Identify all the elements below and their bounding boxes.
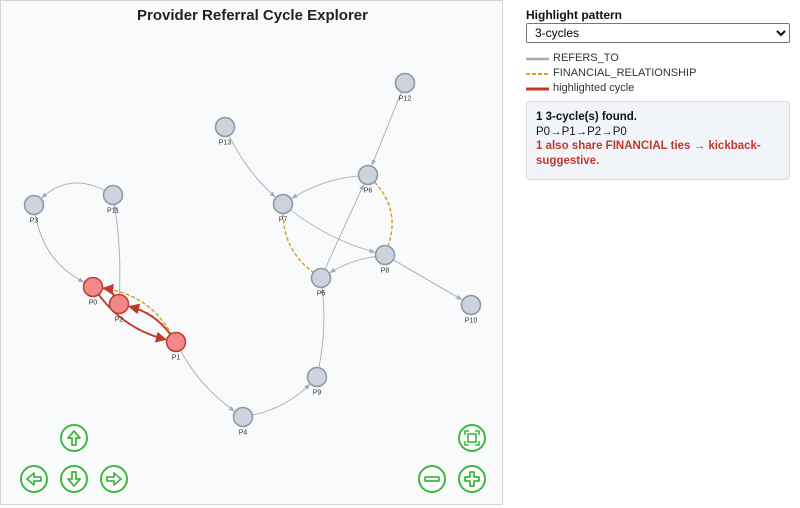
node-p12[interactable]: P12 (394, 72, 416, 103)
edge-p4-p9-refers-to[interactable] (252, 383, 311, 416)
node-label: P12 (399, 96, 412, 103)
node-circle[interactable] (232, 406, 254, 428)
legend-label: highlighted cycle (553, 82, 635, 94)
zoom-extends-button[interactable] (458, 424, 486, 452)
node-p9[interactable]: P9 (306, 366, 328, 397)
node-label: P0 (89, 300, 98, 307)
highlight-pattern-select[interactable]: 3-cycles (526, 23, 790, 43)
node-p0[interactable]: P0 (82, 276, 104, 307)
node-circle[interactable] (394, 72, 416, 94)
node-circle[interactable] (460, 294, 482, 316)
node-p4[interactable]: P4 (232, 406, 254, 437)
node-label: P13 (219, 140, 232, 147)
graph-title: Provider Referral Cycle Explorer (137, 7, 368, 24)
cycle-count-text: 1 3-cycle(s) found. (536, 111, 637, 123)
node-circle[interactable] (82, 276, 104, 298)
edge-p1-p2-refers-to[interactable] (128, 303, 172, 335)
node-p5[interactable]: P5 (310, 267, 332, 298)
edge-p3-p0-refers-to[interactable] (35, 214, 85, 283)
edge-p5-p6-refers-to[interactable] (324, 184, 365, 270)
node-p7[interactable]: P7 (272, 193, 294, 224)
edge-p6-p7-refers-to[interactable] (291, 175, 359, 199)
cycle-path-text: P0→P1→P2→P0 (536, 125, 627, 138)
edge-p7-p5-financial[interactable] (282, 213, 314, 273)
edge-p8-p10-refers-to[interactable] (392, 259, 463, 301)
edge-p13-p7-refers-to[interactable] (228, 135, 276, 198)
pan-right-button[interactable] (100, 465, 128, 493)
node-circle[interactable] (306, 366, 328, 388)
arrow-right-icon (106, 472, 122, 486)
solid-line-swatch (526, 57, 549, 61)
edge-p9-p5-refers-to[interactable] (318, 287, 326, 368)
node-p11[interactable]: P11 (102, 184, 124, 215)
node-label: P11 (107, 208, 119, 215)
node-label: P2 (115, 317, 124, 324)
highlight-line-swatch (526, 87, 549, 91)
node-label: P7 (279, 217, 288, 224)
node-p10[interactable]: P10 (460, 294, 482, 325)
node-p2[interactable]: P2 (108, 293, 130, 324)
node-circle[interactable] (374, 244, 396, 266)
node-label: P6 (364, 188, 373, 195)
edge-p1-p4-refers-to[interactable] (180, 350, 235, 412)
legend-label: FINANCIAL_RELATIONSHIP (553, 67, 697, 79)
node-label: P5 (317, 291, 326, 298)
arrow-down-icon (67, 471, 81, 487)
node-p8[interactable]: P8 (374, 244, 396, 275)
node-circle[interactable] (214, 116, 236, 138)
arrow-left-icon (26, 472, 42, 486)
highlight-pattern-label: Highlight pattern (526, 8, 622, 22)
zoom-extends-icon (464, 430, 480, 446)
zoom-out-button[interactable] (418, 465, 446, 493)
dashed-line-swatch (526, 73, 549, 75)
node-circle[interactable] (102, 184, 124, 206)
node-p13[interactable]: P13 (214, 116, 236, 147)
node-circle[interactable] (357, 164, 379, 186)
node-label: P3 (30, 218, 39, 225)
financial-warning-text: 1 also share FINANCIAL ties → kickback-s… (536, 140, 761, 167)
legend-label: REFERS_TO (553, 52, 619, 64)
pan-up-button[interactable] (60, 424, 88, 452)
zoom-out-icon (424, 476, 440, 482)
node-label: P10 (465, 318, 478, 325)
node-circle[interactable] (165, 331, 187, 353)
node-p6[interactable]: P6 (357, 164, 379, 195)
node-circle[interactable] (310, 267, 332, 289)
node-circle[interactable] (272, 193, 294, 215)
edge-p7-p8-refers-to[interactable] (290, 209, 376, 254)
pan-left-button[interactable] (20, 465, 48, 493)
edge-p2-p0-refers-to[interactable] (102, 283, 115, 297)
edge-p6-p8-financial[interactable] (373, 181, 393, 247)
cycle-results-box: 1 3-cycle(s) found. P0→P1→P2→P0 1 also s… (526, 101, 790, 180)
node-p3[interactable]: P3 (23, 194, 45, 225)
edge-p2-p1-financial[interactable] (128, 305, 172, 335)
pan-down-button[interactable] (60, 465, 88, 493)
zoom-in-icon (464, 471, 480, 487)
edge-p8-p5-refers-to[interactable] (329, 255, 376, 273)
node-label: P9 (313, 390, 322, 397)
node-label: P4 (239, 430, 248, 437)
zoom-in-button[interactable] (458, 465, 486, 493)
edge-p11-p3-refers-to[interactable] (41, 182, 105, 199)
node-p1[interactable]: P1 (165, 331, 187, 362)
arrow-up-icon (67, 430, 81, 446)
edge-p0-p1-refers-to[interactable] (97, 294, 167, 343)
node-label: P8 (381, 268, 390, 275)
edge-p2-p11-refers-to[interactable] (113, 204, 121, 295)
edge-p12-p6-refers-to[interactable] (371, 91, 402, 166)
node-circle[interactable] (108, 293, 130, 315)
node-circle[interactable] (23, 194, 45, 216)
node-label: P1 (172, 355, 181, 362)
